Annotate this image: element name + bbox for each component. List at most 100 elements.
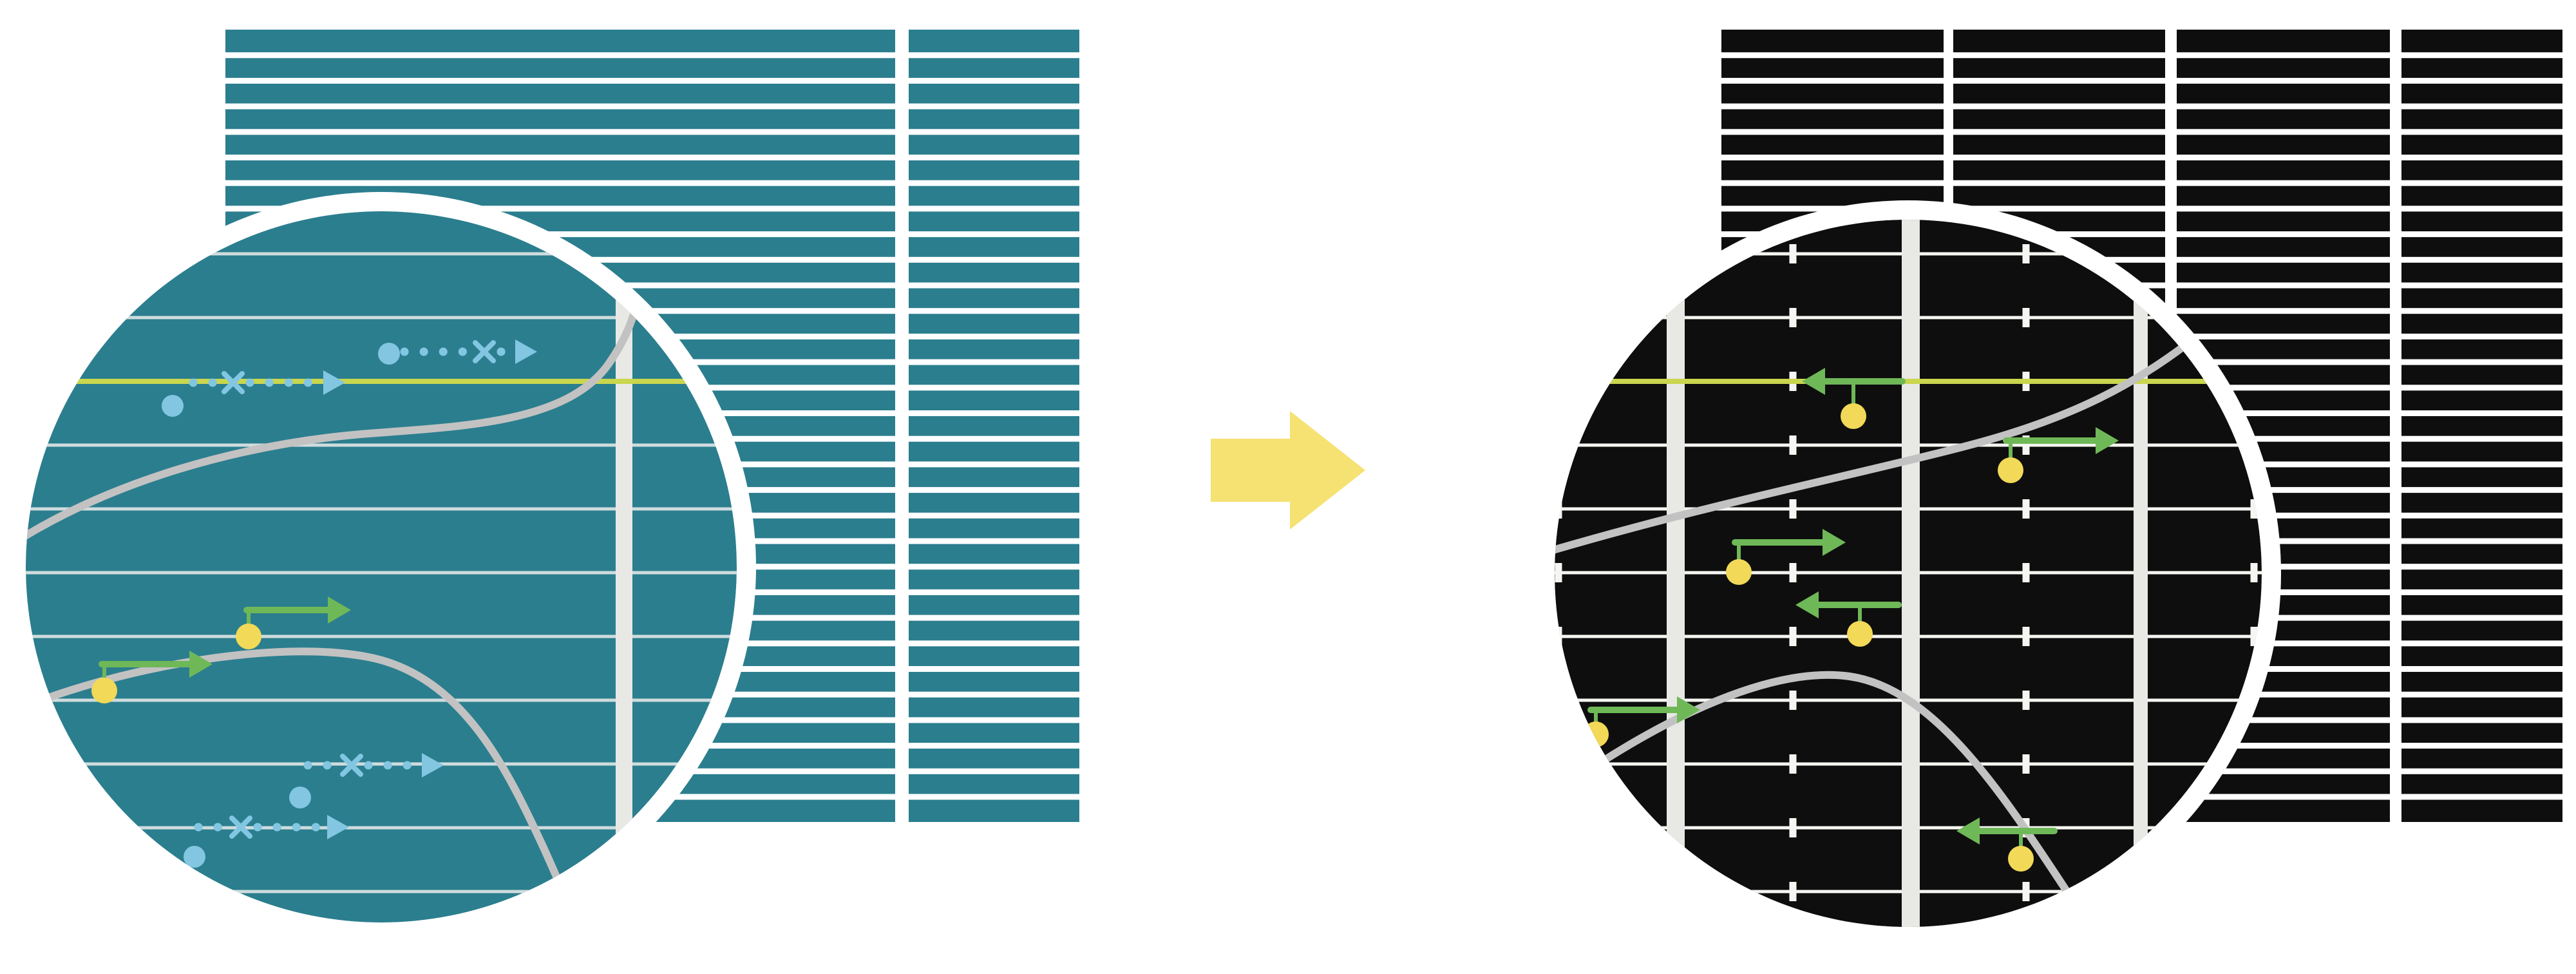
cell-segment: [2401, 30, 2562, 822]
grain-boundary-curve: [1555, 321, 2214, 557]
magnified-finger-line: [26, 635, 737, 638]
finger-tick: [2022, 882, 2030, 901]
block-x-mark: [340, 754, 363, 777]
finger-tick: [2022, 435, 2030, 455]
finger-line: [909, 359, 1079, 365]
finger-tick: [1789, 627, 1797, 646]
finger-tick: [1789, 882, 1797, 901]
block-x-mark: [473, 340, 496, 363]
finger-line: [2177, 640, 2390, 647]
finger-line: [909, 768, 1079, 774]
finger-tick: [2250, 499, 2258, 519]
finger-line: [1721, 103, 1944, 110]
right-magnifier-inset: [1555, 220, 2262, 927]
finger-line: [2401, 308, 2562, 314]
arrowhead-icon: [189, 651, 213, 678]
arrowhead-icon: [2096, 427, 2119, 454]
finger-line: [909, 180, 1079, 186]
finger-line: [909, 691, 1079, 698]
blocked-carrier-arrow: [184, 815, 349, 868]
finger-tick: [1555, 563, 1562, 582]
finger-line: [2401, 256, 2562, 263]
magnified-finger-line: [26, 826, 737, 830]
finger-line: [2401, 768, 2562, 774]
arrowhead-icon: [422, 753, 444, 778]
finger-line: [2177, 282, 2390, 289]
arrowhead-icon: [515, 339, 537, 364]
finger-line: [225, 129, 895, 135]
finger-tick: [1555, 818, 1562, 837]
arrowhead-icon: [327, 815, 349, 839]
finger-line: [2401, 205, 2562, 212]
magnified-finger-line: [26, 890, 737, 893]
finger-line: [909, 615, 1079, 621]
left-magnifier-inset: [26, 211, 737, 922]
finger-line: [2177, 129, 2390, 135]
finger-line: [2401, 717, 2562, 723]
finger-line: [1953, 129, 2165, 135]
finger-line: [2177, 410, 2390, 416]
carrier-dot: [1726, 559, 1752, 585]
finger-line: [909, 282, 1079, 289]
collected-carrier-arrow: [1956, 817, 2058, 872]
finger-line: [2177, 615, 2390, 621]
carrier-dot: [2008, 846, 2034, 872]
finger-line: [909, 666, 1079, 672]
finger-line: [2401, 103, 2562, 110]
busbar: [2134, 220, 2148, 927]
finger-line: [1721, 155, 1944, 160]
magnified-finger-line: [26, 698, 737, 702]
finger-line: [909, 640, 1079, 647]
finger-line: [2401, 743, 2562, 749]
arrowhead-icon: [323, 370, 345, 395]
finger-tick: [2250, 627, 2258, 646]
finger-line: [2401, 410, 2562, 416]
finger-tick: [1789, 754, 1797, 774]
block-x-mark: [229, 816, 252, 839]
finger-line: [2177, 768, 2390, 774]
finger-tick: [1789, 244, 1797, 263]
finger-line: [2401, 589, 2562, 595]
magnified-finger-line: [26, 571, 737, 575]
lime-scan-line: [1555, 379, 2262, 384]
block-x-mark: [222, 371, 245, 394]
finger-line: [909, 512, 1079, 519]
collected-carrier-arrow: [1795, 591, 1902, 647]
finger-line: [2177, 256, 2390, 263]
finger-line: [909, 129, 1079, 135]
finger-tick: [1789, 818, 1797, 837]
finger-line: [225, 52, 895, 59]
finger-line: [225, 77, 895, 84]
finger-line: [2177, 77, 2390, 84]
finger-line: [2177, 589, 2390, 595]
finger-line: [909, 155, 1079, 160]
lime-scan-line: [26, 379, 737, 384]
finger-line: [2177, 333, 2390, 339]
finger-tick: [1555, 308, 1562, 327]
finger-tick: [2022, 754, 2030, 774]
finger-line: [909, 385, 1079, 391]
finger-line: [2177, 461, 2390, 468]
collected-carrier-arrow: [91, 651, 213, 703]
finger-line: [909, 410, 1079, 416]
finger-line: [2177, 691, 2390, 698]
cell-segment: [909, 30, 1079, 822]
finger-line: [909, 77, 1079, 84]
arrowhead-icon: [1802, 368, 1825, 395]
finger-line: [2177, 512, 2390, 519]
finger-tick: [2022, 691, 2030, 710]
blocked-carrier-arrow: [162, 370, 345, 417]
busbar: [1902, 220, 1920, 927]
finger-line: [909, 461, 1079, 468]
finger-line: [909, 564, 1079, 570]
finger-line: [2177, 435, 2390, 442]
inset-background: [26, 211, 737, 922]
collected-carrier-arrow: [236, 597, 351, 649]
finger-line: [2177, 231, 2390, 238]
finger-line: [2177, 717, 2390, 723]
collected-carrier-arrow: [1726, 529, 1846, 585]
carrier-dot: [236, 624, 261, 649]
finger-tick: [2022, 244, 2030, 263]
finger-line: [1721, 129, 1944, 135]
